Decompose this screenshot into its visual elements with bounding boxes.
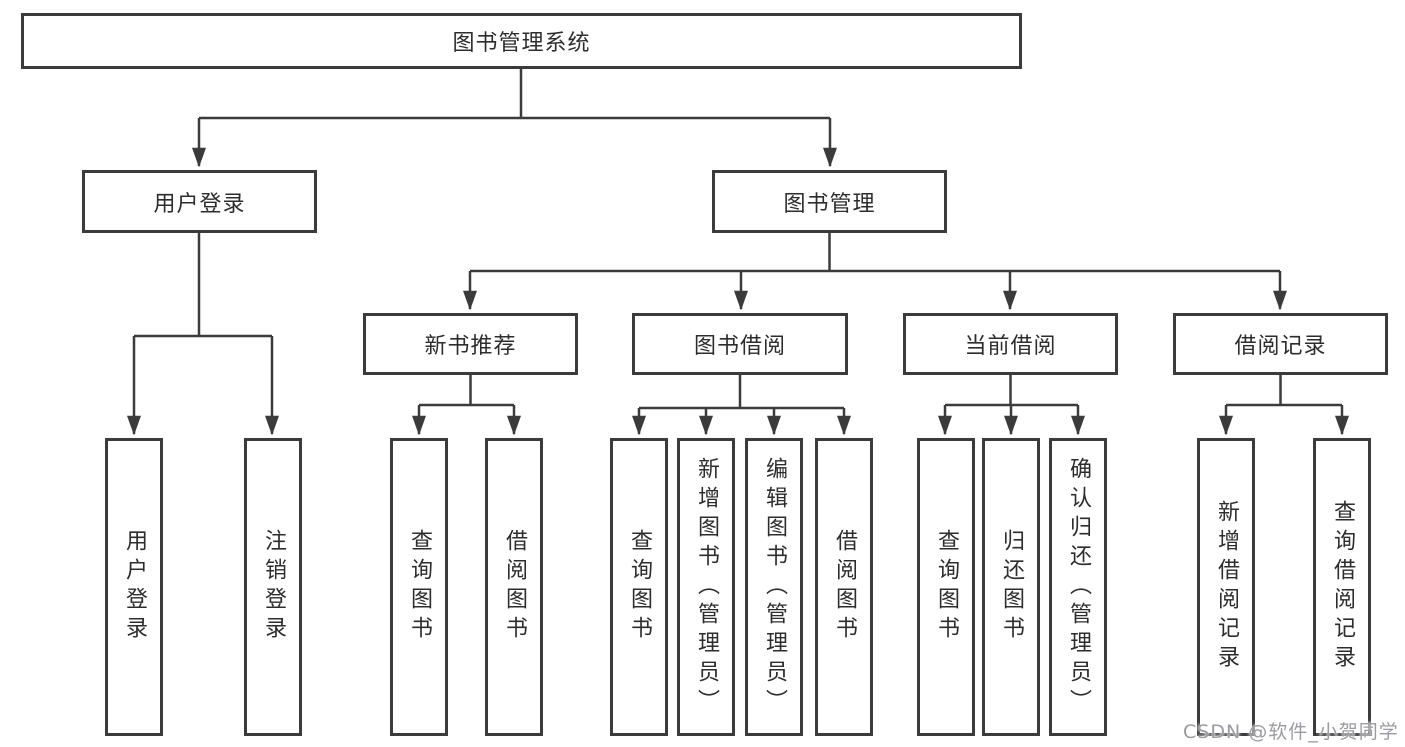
leaf-logout: 注销登录 — [244, 438, 302, 736]
leaf-query-books-3: 查询图书 — [917, 438, 975, 736]
leaf-query-borrow-record: 查询借阅记录 — [1313, 438, 1371, 736]
node-book-borrowing: 图书借阅 — [632, 313, 848, 375]
leaf-query-books-1-label: 查询图书 — [407, 529, 432, 645]
leaf-confirm-return-admin-label: 确认归还（管理员） — [1066, 456, 1091, 718]
leaf-add-borrow-record: 新增借阅记录 — [1197, 438, 1255, 736]
node-new-book-recommend-label: 新书推荐 — [424, 334, 517, 359]
leaf-query-borrow-record-label: 查询借阅记录 — [1330, 500, 1355, 674]
node-root-label: 图书管理系统 — [452, 31, 591, 56]
node-current-borrowing: 当前借阅 — [903, 313, 1118, 375]
leaf-add-borrow-record-label: 新增借阅记录 — [1214, 500, 1239, 674]
node-book-borrowing-label: 图书借阅 — [693, 334, 786, 359]
node-borrowing-records: 借阅记录 — [1173, 313, 1388, 375]
leaf-user-login: 用户登录 — [105, 438, 163, 736]
leaf-return-books-label: 归还图书 — [999, 529, 1024, 645]
leaf-borrow-books-2: 借阅图书 — [815, 438, 873, 736]
leaf-confirm-return-admin: 确认归还（管理员） — [1049, 438, 1107, 736]
leaf-borrow-books-1-label: 借阅图书 — [502, 529, 527, 645]
node-current-borrowing-label: 当前借阅 — [964, 334, 1057, 359]
leaf-query-books-1: 查询图书 — [390, 438, 448, 736]
leaf-add-books-admin: 新增图书（管理员） — [677, 438, 735, 736]
node-user-login-label: 用户登录 — [153, 191, 246, 217]
leaf-logout-label: 注销登录 — [261, 529, 286, 645]
leaf-add-books-admin-label: 新增图书（管理员） — [694, 456, 719, 718]
leaf-borrow-books-1: 借阅图书 — [485, 438, 543, 736]
node-book-management-label: 图书管理 — [783, 191, 876, 217]
node-new-book-recommend: 新书推荐 — [363, 313, 578, 375]
node-user-login: 用户登录 — [82, 170, 317, 233]
leaf-query-books-3-label: 查询图书 — [934, 529, 959, 645]
leaf-edit-books-admin-label: 编辑图书（管理员） — [762, 456, 787, 718]
leaf-query-books-2-label: 查询图书 — [627, 529, 652, 645]
node-borrowing-records-label: 借阅记录 — [1234, 334, 1327, 359]
leaf-edit-books-admin: 编辑图书（管理员） — [745, 438, 803, 736]
node-book-management: 图书管理 — [712, 170, 947, 233]
leaf-borrow-books-2-label: 借阅图书 — [832, 529, 857, 645]
leaf-user-login-label: 用户登录 — [122, 529, 147, 645]
node-root-system: 图书管理系统 — [21, 13, 1022, 69]
csdn-watermark: CSDN @软件_小贺同学 — [1183, 721, 1399, 743]
leaf-query-books-2: 查询图书 — [610, 438, 668, 736]
leaf-return-books: 归还图书 — [982, 438, 1040, 736]
